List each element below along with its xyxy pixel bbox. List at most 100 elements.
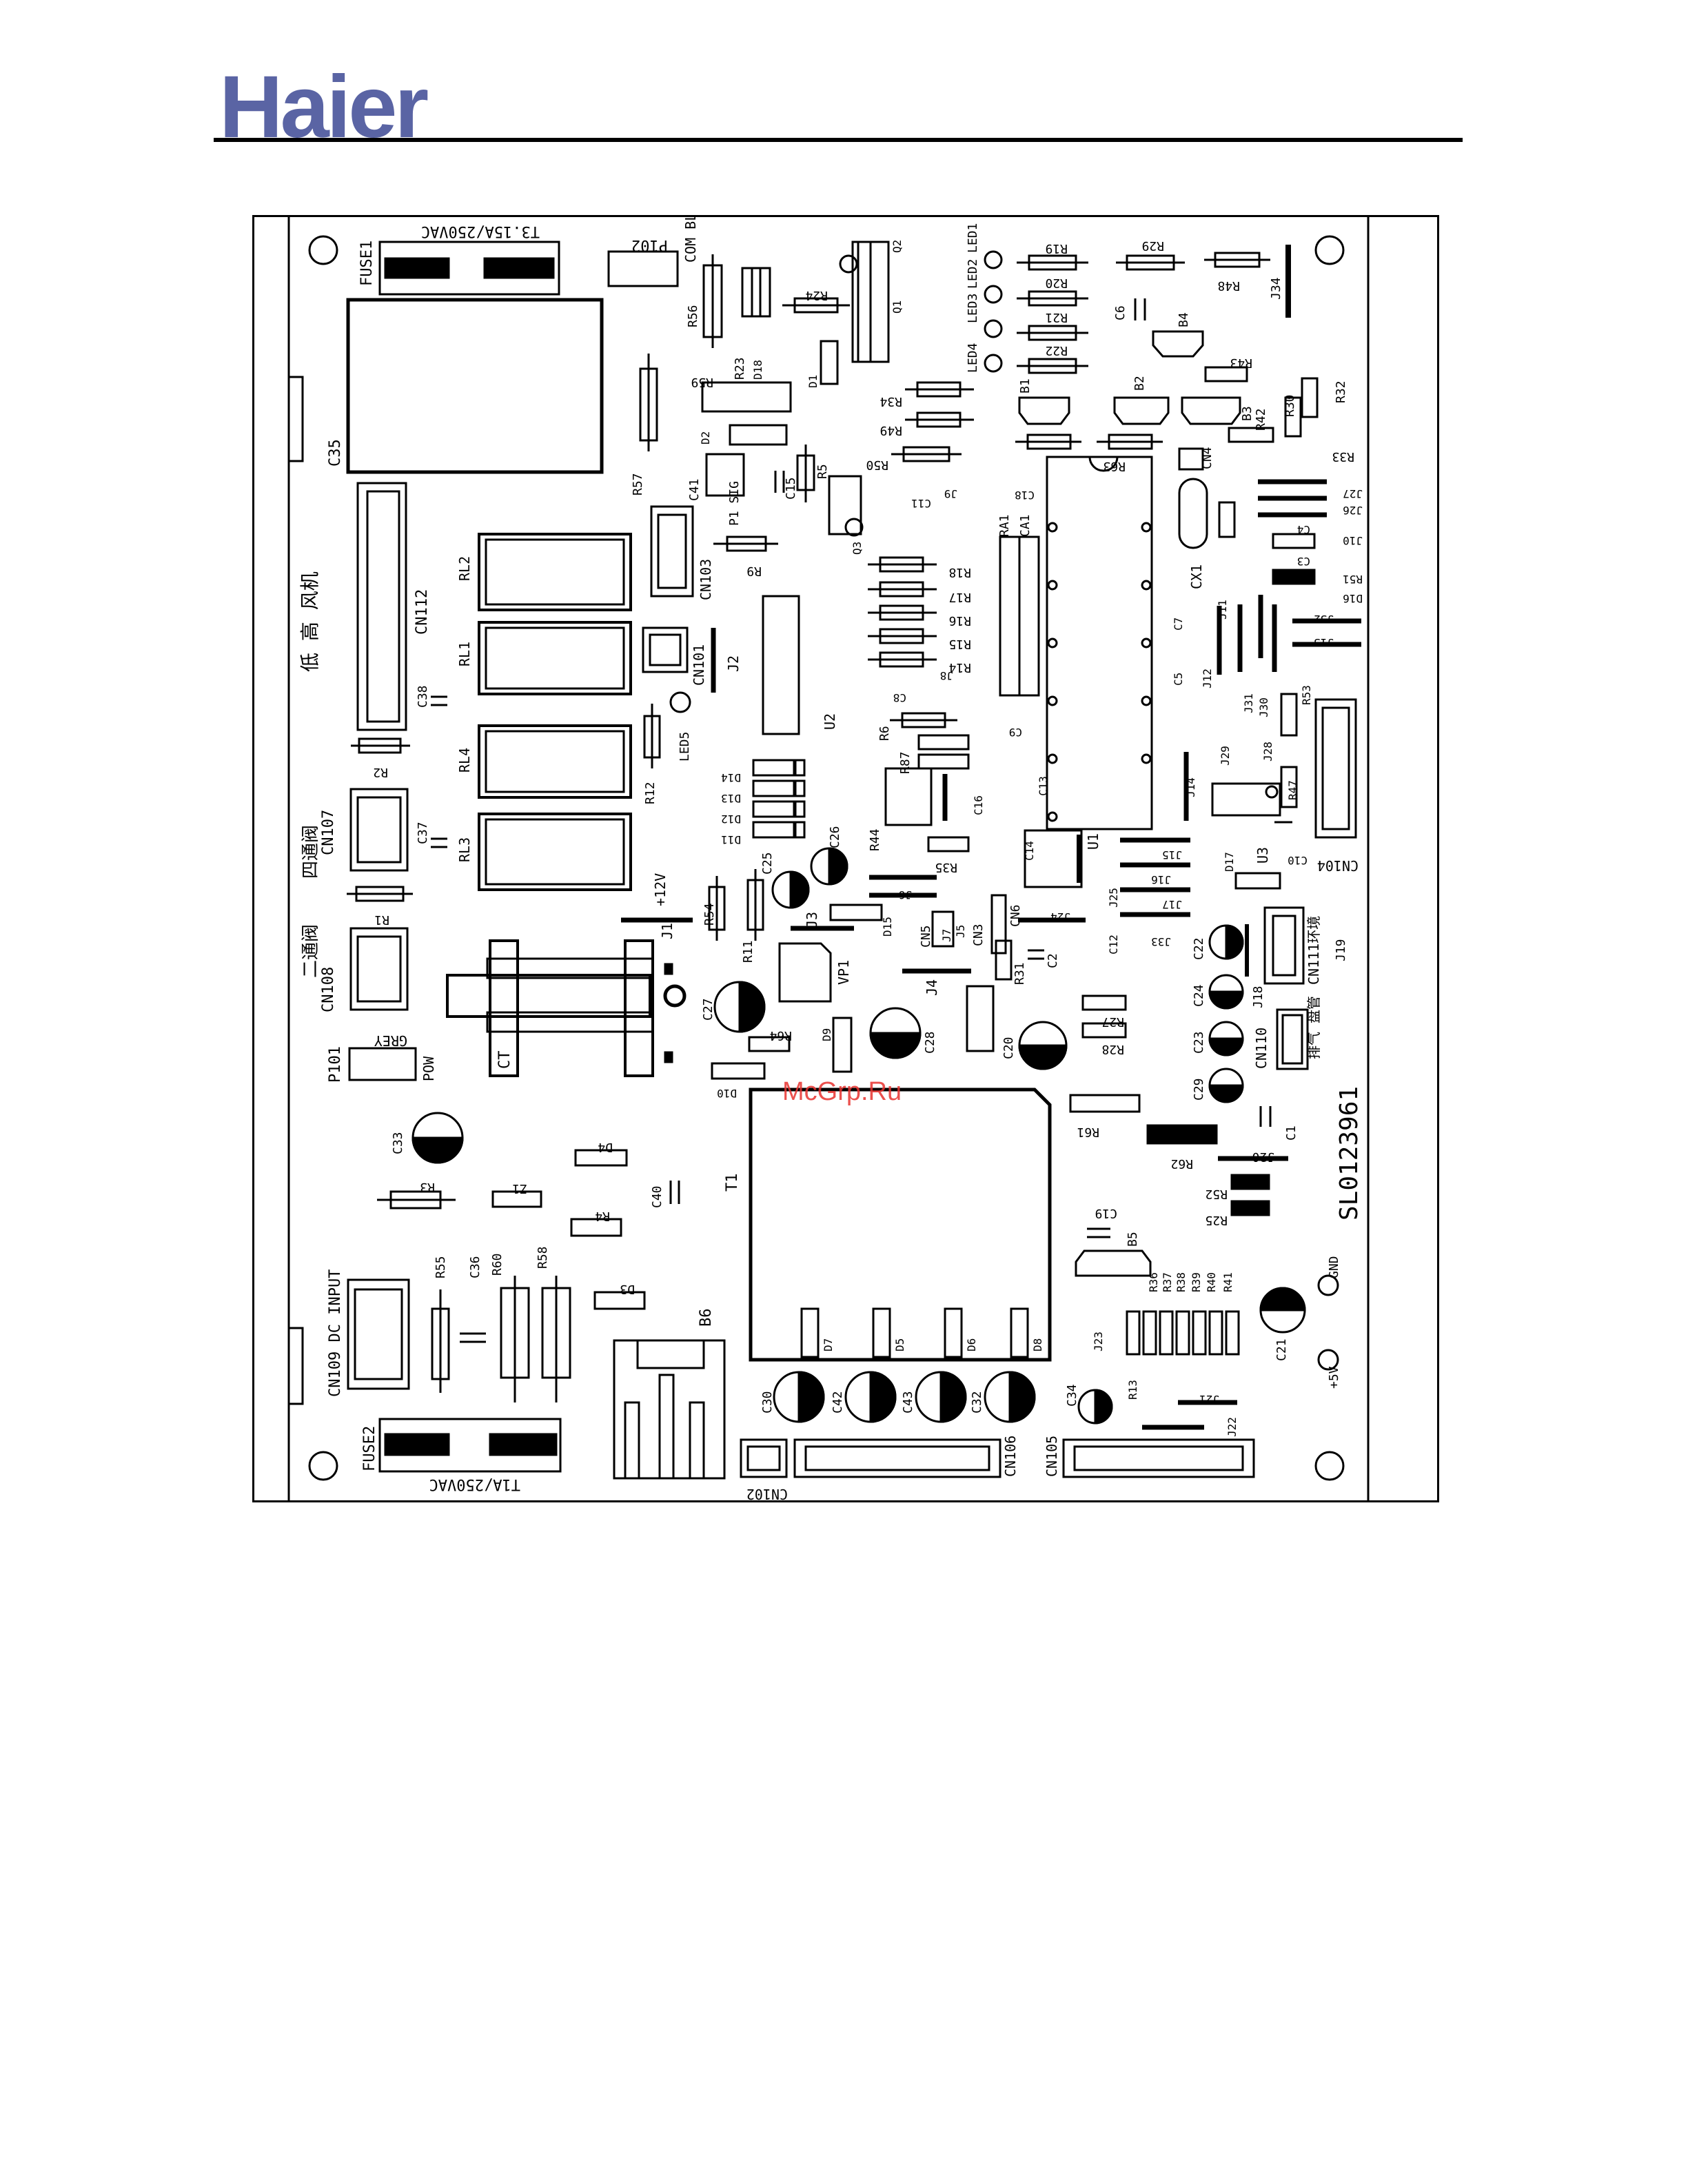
j6-label: J6 (899, 888, 912, 901)
j13-label: J13 (1314, 636, 1334, 649)
c29-label: C29 (1192, 1078, 1206, 1101)
r22-label: R22 (1045, 343, 1068, 358)
c27-label: C27 (701, 998, 715, 1021)
d5-label: D5 (893, 1338, 906, 1351)
fan-connector-label: 低 高 风机 (298, 571, 321, 672)
gnd-label: GND (1327, 1256, 1341, 1278)
r41-label: R41 (1221, 1272, 1234, 1292)
r64-label: R64 (769, 1028, 792, 1043)
r49-label: R49 (879, 423, 902, 438)
r32-label: R32 (1334, 380, 1348, 403)
cn104-label: CN104 (1317, 857, 1359, 874)
r51-label: R51 (1343, 573, 1363, 586)
c25-label: C25 (760, 852, 775, 875)
r33-label: R33 (1332, 449, 1354, 464)
r20-label: R20 (1045, 276, 1068, 290)
j31-label: J31 (1242, 693, 1255, 713)
r31-label: R31 (1013, 962, 1027, 985)
p101-label: P101 (327, 1046, 344, 1083)
c19-label: C19 (1095, 1206, 1117, 1221)
cn101-label: CN101 (691, 644, 707, 686)
j11-label: J11 (1216, 600, 1229, 620)
cn112-label: CN112 (414, 589, 431, 635)
d7-label: D7 (822, 1338, 835, 1351)
led1-label: LED1 (966, 223, 980, 253)
c8-label: C8 (893, 691, 906, 704)
j1-label: J1 (659, 923, 675, 939)
j12-label: J12 (1201, 669, 1214, 688)
r11-label: R11 (741, 940, 755, 963)
r35-label: R35 (935, 860, 957, 875)
j29-label: J29 (1219, 746, 1232, 766)
j15-label: J15 (1162, 848, 1182, 861)
cn6-label: R44 (868, 828, 882, 851)
cn5-label: CN6 (1008, 904, 1023, 927)
led2-label: LED2 (966, 259, 980, 289)
r42-label: R42 (1254, 408, 1268, 431)
r24-label: R24 (805, 288, 828, 303)
r18-label: R18 (948, 565, 971, 580)
r40-label: R40 (1205, 1272, 1218, 1292)
c35-label: C35 (327, 439, 344, 467)
j3-label: J3 (804, 912, 820, 928)
d13-label: D13 (721, 792, 741, 805)
r53-label: R53 (1300, 685, 1313, 705)
r87-label: R87 (898, 751, 913, 774)
c2-label: C2 (1046, 953, 1060, 968)
j34-label: J34 (1269, 277, 1283, 300)
c43-label: C43 (901, 1391, 915, 1414)
rl2-label: RL2 (456, 556, 473, 581)
c22-label: C22 (1192, 937, 1206, 960)
twoway-valve-label: 二通阀 (301, 924, 321, 978)
c24-label: C24 (1192, 984, 1206, 1007)
rl4-label: RL4 (456, 748, 473, 773)
c7-label: C7 (1172, 618, 1185, 631)
j10-label: J10 (1343, 534, 1363, 547)
j28-label: J28 (1261, 742, 1274, 762)
d12-label: D12 (721, 813, 741, 826)
r3-label: R3 (420, 1180, 435, 1194)
b5-label: B5 (1126, 1232, 1140, 1247)
b1-label: B1 (1018, 378, 1033, 394)
ra1-label: RA1 (997, 514, 1012, 537)
c30-label: C30 (760, 1391, 775, 1414)
pcb-labels: T3.15A/250VAC FUSE1 T1A/250VAC FUSE2 C35… (298, 217, 1363, 1500)
r62-label: R62 (1170, 1156, 1193, 1171)
c34-label: C34 (1065, 1384, 1079, 1407)
c18-label: C18 (1015, 489, 1035, 502)
c38-label: C38 (416, 685, 430, 708)
r61-label: R61 (1077, 1125, 1099, 1139)
plus5v-label: +5V (1327, 1366, 1341, 1389)
j25-label: J25 (1107, 888, 1120, 908)
j33-label: J33 (1151, 935, 1171, 948)
j21-label: J21 (1199, 1393, 1219, 1406)
r56-label: R56 (686, 305, 700, 327)
ca1-label: CA1 (1018, 514, 1033, 537)
j27-label: J27 (1343, 487, 1363, 500)
j14-label: J14 (1184, 777, 1197, 797)
j17-label: J17 (1162, 898, 1182, 911)
r30-label: R30 (1283, 394, 1297, 417)
rl3-label: RL3 (456, 837, 473, 862)
c14-label: C14 (1023, 841, 1036, 861)
j8-label: J8 (940, 669, 953, 682)
b3-label: B3 (1240, 406, 1254, 421)
c9-label: C9 (1009, 726, 1022, 739)
sig-label: P1 SIG (727, 481, 742, 526)
q3-label: Q3 (851, 542, 864, 555)
grey-label: GREY (374, 1032, 407, 1049)
d18-label: D18 (751, 360, 764, 380)
r29-label: R29 (1141, 238, 1164, 253)
r48-label: R48 (1217, 278, 1240, 293)
d4-label: D4 (598, 1140, 613, 1154)
r27-label: R27 (1101, 1014, 1124, 1029)
r9-label: R9 (746, 564, 762, 578)
j24-label: J24 (1050, 910, 1070, 923)
pcb-silkscreen (287, 217, 1370, 1500)
pow-label: POW (420, 1056, 437, 1081)
c6-label: C6 (1113, 305, 1128, 320)
b6-label: B6 (698, 1309, 715, 1327)
u1-label: U1 (1085, 833, 1101, 850)
j5-label: J5 (954, 925, 967, 938)
r38-label: R38 (1175, 1272, 1188, 1292)
